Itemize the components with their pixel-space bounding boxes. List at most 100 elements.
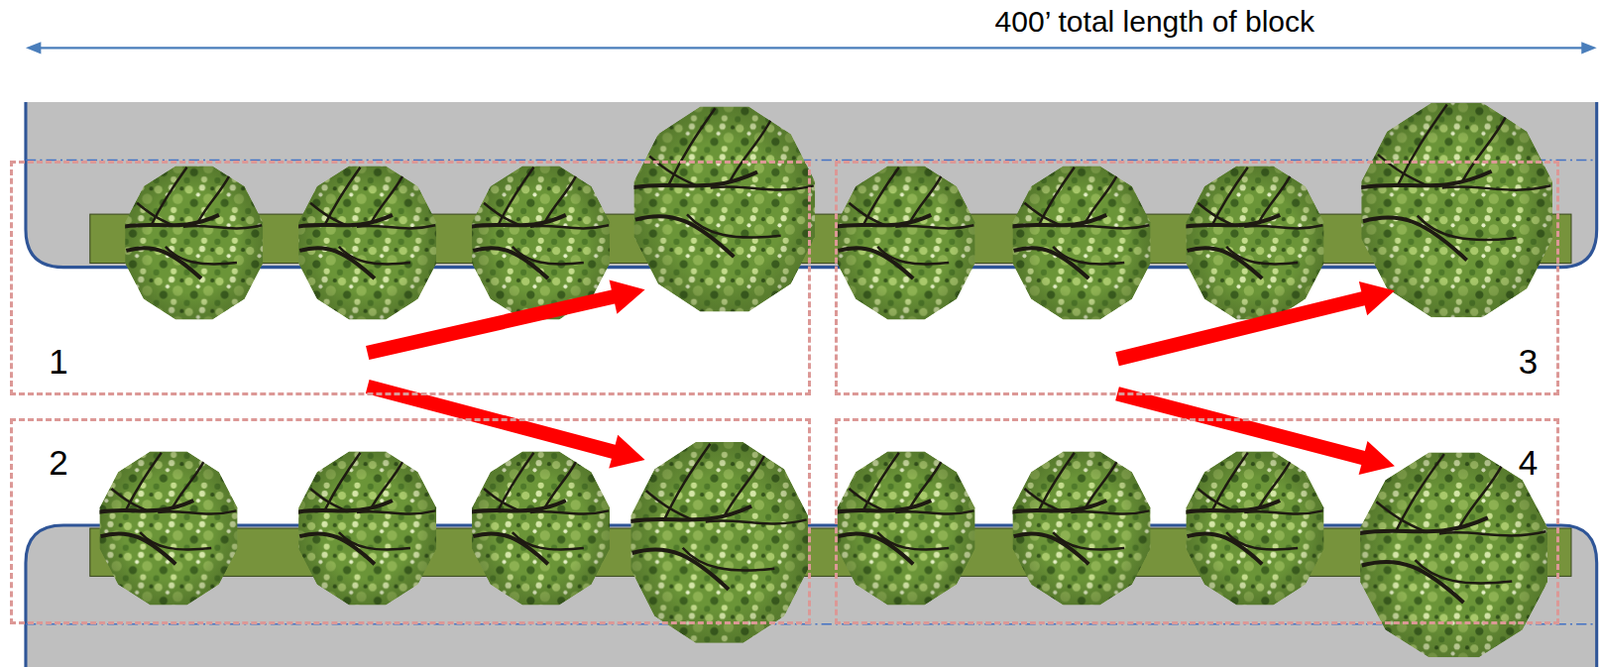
tree-branch	[838, 247, 915, 279]
tree-shade	[1012, 165, 1150, 320]
tree-branch	[512, 246, 584, 265]
tree-branch	[877, 246, 949, 265]
tree-branch	[472, 247, 549, 279]
tree-foliage	[633, 107, 815, 313]
tree-branch	[101, 533, 177, 565]
tree-shade	[1012, 452, 1150, 606]
arrow-group	[365, 279, 1395, 474]
tree-shade	[471, 452, 610, 606]
tree-branch	[848, 203, 885, 226]
zone-number: 3	[1518, 342, 1538, 382]
tree-branch	[910, 175, 942, 224]
tree-branch	[172, 460, 205, 509]
tree-foliage	[298, 165, 437, 320]
tree-branch	[1462, 115, 1507, 183]
tree-branch	[111, 488, 147, 511]
tree-branch	[339, 246, 411, 265]
tree-canopy	[630, 107, 815, 313]
tree-branch	[1362, 562, 1465, 603]
tree-foliage	[1185, 452, 1324, 606]
tree-canopy	[1358, 103, 1553, 319]
dimension-line	[36, 46, 1586, 49]
tree-canopy	[122, 165, 264, 320]
red-arrow	[1115, 386, 1395, 475]
tree-branch	[544, 175, 576, 224]
zone-box: 1	[9, 160, 811, 397]
tree-branch	[729, 118, 773, 183]
tree-branch	[530, 510, 609, 514]
tree-shade	[298, 452, 437, 606]
tree-branch	[1070, 225, 1149, 229]
tree-branch	[1442, 185, 1552, 190]
tree-branch	[544, 460, 576, 509]
tree-branch	[157, 510, 236, 514]
tree-branch	[1187, 247, 1263, 279]
tree-shade	[633, 107, 815, 313]
tree-branch	[1415, 560, 1513, 583]
tree-branch	[370, 175, 403, 224]
tree-branch	[1244, 510, 1323, 514]
tree-branch	[1024, 203, 1060, 226]
tree-foliage	[1185, 165, 1324, 320]
tree-branch	[370, 460, 403, 509]
tree-branch	[710, 185, 814, 190]
tree-branch	[705, 519, 807, 524]
tree-branch	[877, 532, 949, 551]
zone-number: 2	[48, 444, 68, 483]
tree-canopy	[1010, 452, 1151, 606]
tree-branch	[1187, 533, 1263, 565]
tree-branch	[1375, 501, 1425, 532]
tree-branch	[1052, 246, 1125, 265]
tree-branch	[1085, 460, 1118, 509]
tree-branch	[299, 247, 375, 279]
tree-branch	[723, 454, 766, 517]
tree-branch	[1226, 532, 1298, 551]
dimension-arrowhead	[25, 41, 41, 54]
tree-shade	[630, 442, 808, 644]
tree-branch	[1014, 533, 1090, 565]
tree-branch	[1197, 203, 1234, 226]
tree-branch	[310, 488, 346, 511]
tree-foliage	[836, 452, 975, 606]
tree-shade	[1185, 452, 1324, 606]
zone-box: 4	[834, 418, 1560, 625]
tree-canopy	[296, 452, 438, 606]
tree-branch	[1052, 532, 1125, 551]
tree-branch	[183, 225, 262, 229]
tree-group	[97, 103, 1553, 659]
tree-branch	[483, 203, 520, 226]
tree-canopy	[1357, 452, 1548, 658]
tree-branch	[310, 203, 346, 226]
tree-shade	[836, 165, 975, 320]
tree-branch	[512, 532, 584, 551]
tree-canopy	[469, 452, 611, 606]
tree-branch	[1439, 531, 1547, 536]
tree-branch	[139, 532, 212, 551]
tree-shade	[99, 452, 237, 606]
tree-branch	[683, 548, 776, 572]
dimension-label: 400’ total length of block	[995, 4, 1315, 38]
tree-foliage	[836, 165, 975, 320]
tree-branch	[483, 488, 520, 511]
tree-branch	[299, 533, 375, 565]
tree-foliage	[630, 442, 808, 644]
tree-branch	[632, 549, 729, 589]
tree-branch	[356, 510, 436, 514]
zone-box: 3	[834, 160, 1560, 397]
tree-branch	[895, 510, 974, 514]
tree-branch	[1197, 488, 1234, 511]
zone-number: 4	[1518, 444, 1538, 483]
tree-branch	[1244, 225, 1323, 229]
tree-branch	[686, 214, 782, 237]
tree-branch	[1417, 216, 1517, 240]
tree-foliage	[99, 452, 237, 606]
tree-canopy	[627, 442, 808, 644]
tree-branch	[646, 490, 692, 520]
tree-shade	[124, 165, 263, 320]
tree-branch	[1024, 488, 1060, 511]
tree-branch	[910, 460, 942, 509]
